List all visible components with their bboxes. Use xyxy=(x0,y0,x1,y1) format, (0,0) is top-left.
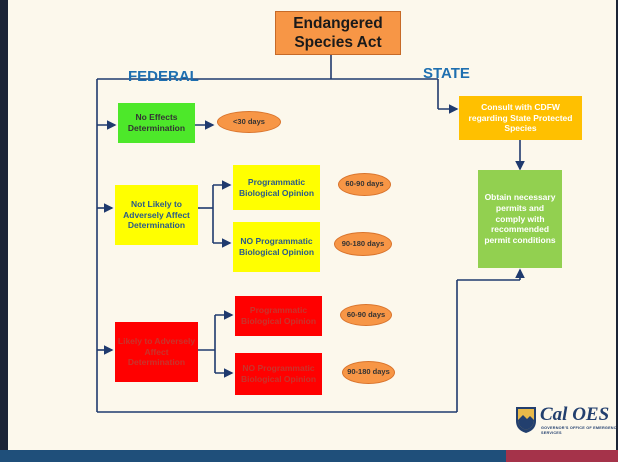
likely-box: Likely to Adversely Affect Determination xyxy=(115,322,198,382)
connector-lines xyxy=(96,55,525,413)
consult-cdfw-box: Consult with CDFW regarding State Protec… xyxy=(459,96,582,140)
not-likely-programmatic-timeframe: 60-90 days xyxy=(338,173,391,196)
no-effects-box: No Effects Determination xyxy=(118,103,195,143)
bottom-band xyxy=(0,450,618,462)
likely-no-programmatic-box: NO Programmatic Biological Opinion xyxy=(235,353,322,395)
likely-programmatic-box: Programmatic Biological Opinion xyxy=(235,296,322,336)
not-likely-no-programmatic-box: NO Programmatic Biological Opinion xyxy=(233,222,320,272)
not-likely-programmatic-box: Programmatic Biological Opinion xyxy=(233,165,320,210)
title-line-1: Endangered xyxy=(293,15,383,32)
shield-icon xyxy=(516,407,536,433)
no-effects-timeframe: <30 days xyxy=(217,111,281,133)
federal-heading: FEDERAL xyxy=(128,68,199,85)
logo-name: Cal OES xyxy=(540,404,610,425)
cal-oes-logo: Cal OES GOVERNOR'S OFFICE OF EMERGENCY S… xyxy=(515,404,616,438)
obtain-permits-box: Obtain necessary permits and comply with… xyxy=(478,170,562,268)
not-likely-box: Not Likely to Adversely Affect Determina… xyxy=(115,185,198,245)
not-likely-no-programmatic-timeframe: 90-180 days xyxy=(334,232,392,256)
logo-subtitle: GOVERNOR'S OFFICE OF EMERGENCY SERVICES xyxy=(541,426,616,435)
state-heading: STATE xyxy=(423,65,470,82)
title-line-2: Species Act xyxy=(294,34,382,51)
diagram-title: Endangered Species Act xyxy=(275,11,401,55)
likely-no-programmatic-timeframe: 90-180 days xyxy=(342,361,395,384)
bottom-band-accent xyxy=(506,450,618,462)
likely-programmatic-timeframe: 60-90 days xyxy=(340,304,392,326)
slide: Endangered Species Act FEDERAL STATE No … xyxy=(8,0,616,450)
